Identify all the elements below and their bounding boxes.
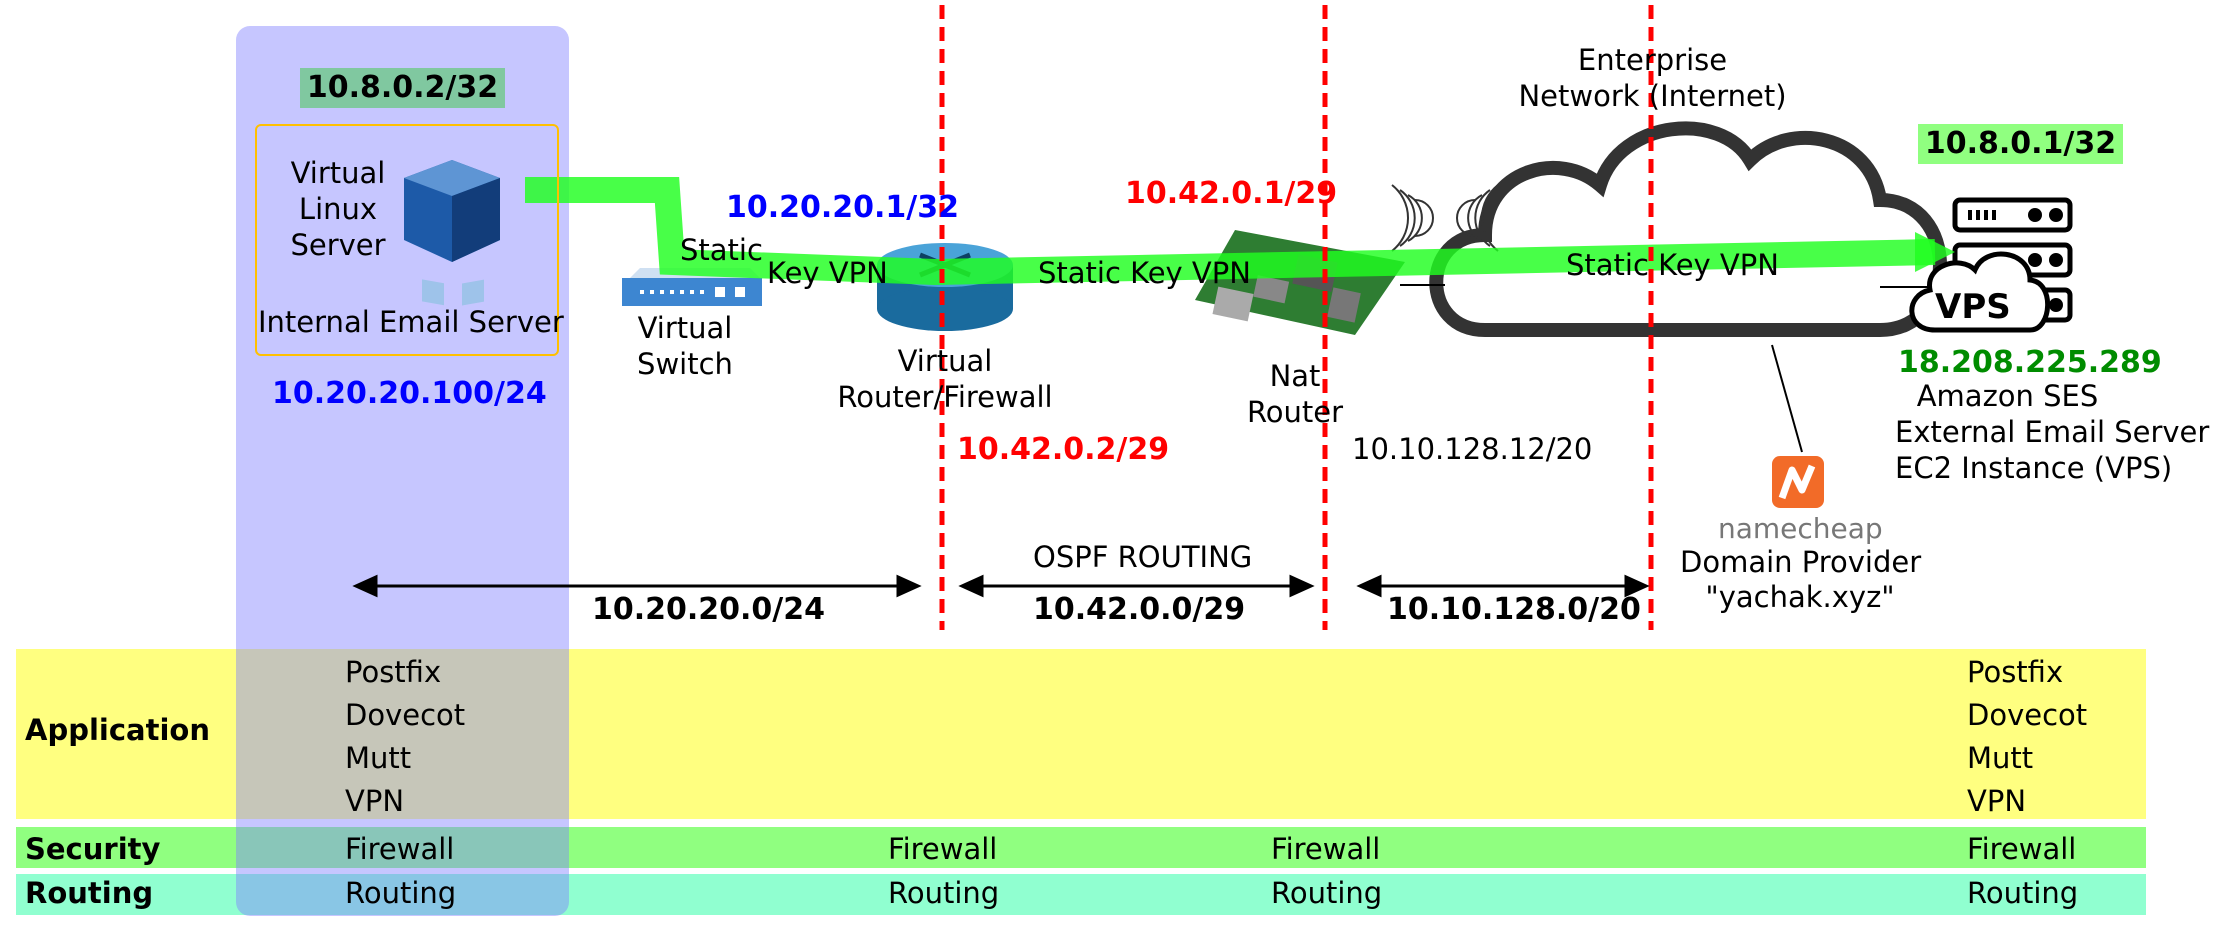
vps-label-line: Amazon SES [1916,379,2099,413]
internal-email-server-box [255,124,559,356]
namecheap-link-line [1771,344,1803,453]
routing-layer-band [16,874,2146,915]
vps-icon-label: VPS [1935,287,2011,327]
vps-label-line: External Email Server [1895,415,2210,449]
switch-label-line: Switch [637,347,733,381]
router-ip-top: 10.20.20.1/32 [726,190,960,225]
nat-label: Nat Router [1245,358,1345,430]
cloud-icon [1429,121,1947,337]
switch-label: Virtual Switch [615,310,755,382]
local-application-stack: Postfix Dovecot Mutt VPN [345,651,465,823]
layer-label-security: Security [25,832,161,866]
stack-item: VPN [345,784,405,818]
vps-public-ip: 18.208.225.289 [1898,345,2162,380]
stack-item: Postfix [1967,655,2064,689]
domain-provider-label: Domain Provider [1680,545,1922,579]
vps-label: Amazon SES External Email Server EC2 Ins… [1895,378,2209,486]
nat-ip-bottom: 10.10.128.12/20 [1352,432,1593,466]
vpn-label: Static Key VPN [1038,256,1251,290]
nat-label-line: Router [1246,395,1344,429]
nat-label-line: Nat [1269,359,1321,393]
security-layer-band [16,827,2146,868]
routing-item: Routing [1967,876,2079,910]
stack-item: Postfix [345,655,442,689]
cloud-label: Enterprise Network (Internet) [1515,42,1790,114]
stack-item: Mutt [345,741,412,775]
namecheap-wordmark: namecheap [1718,512,1883,545]
layer-label-application: Application [25,713,210,747]
router-ip-bottom: 10.42.0.2/29 [957,432,1170,467]
virtualbox-icon [404,160,500,306]
routing-item: Routing [1271,876,1383,910]
application-layer-band [16,649,2146,819]
wifi-signal-icon [1391,184,1499,252]
security-item: Firewall [1271,832,1381,866]
nat-ip-top: 10.42.0.1/29 [1125,176,1338,211]
local-vpn-ip: 10.8.0.2/32 [300,68,505,108]
security-item: Firewall [1967,832,2077,866]
vbox-label-line: Virtual [290,156,386,190]
local-server-column [236,26,569,916]
vpn-label: Static [680,233,763,267]
vpn-label: Static Key VPN [1566,248,1779,282]
subnet-ospf: 10.42.0.0/29 [1033,592,1246,627]
vpn-arrow-head [1915,232,1955,272]
routing-item: Routing [345,876,457,910]
cloud-label-line: Enterprise [1577,43,1728,77]
vps-label-line: EC2 Instance (VPS) [1895,451,2173,485]
internal-email-server-label: Internal Email Server [258,305,564,339]
vps-vpn-ip: 10.8.0.1/32 [1918,124,2123,164]
security-item: Firewall [888,832,998,866]
cloud-label-line: Network (Internet) [1518,79,1787,113]
domain-name-label: "yachak.xyz" [1705,580,1895,614]
router-label-line: Router/Firewall [837,380,1053,414]
vbox-label-line: Linux [298,192,378,226]
stack-item: Mutt [1967,741,2034,775]
stack-item: Dovecot [345,698,466,732]
layer-label-routing: Routing [25,876,154,910]
vpn-label: Key VPN [767,256,888,290]
subnet-wan: 10.10.128.0/20 [1387,592,1641,627]
stack-item: VPN [1967,784,2027,818]
switch-label-line: Virtual [637,311,733,345]
vps-cloud-icon [1909,251,2051,333]
internal-server-ip: 10.20.20.100/24 [272,376,547,411]
router-label: Virtual Router/Firewall [830,343,1060,415]
stack-item: Dovecot [1967,698,2088,732]
router-label-line: Virtual [897,344,993,378]
vps-application-stack: Postfix Dovecot Mutt VPN [1967,651,2087,823]
router-icon [877,243,1013,331]
vpn-path [525,177,1936,286]
ospf-routing-label: OSPF ROUTING [1033,540,1253,574]
security-item: Firewall [345,832,455,866]
routing-item: Routing [888,876,1000,910]
subnet-lan: 10.20.20.0/24 [592,592,826,627]
vbox-label: Virtual Linux Server [278,155,398,263]
vbox-label-line: Server [290,228,386,262]
segment-dividers [939,5,1654,630]
